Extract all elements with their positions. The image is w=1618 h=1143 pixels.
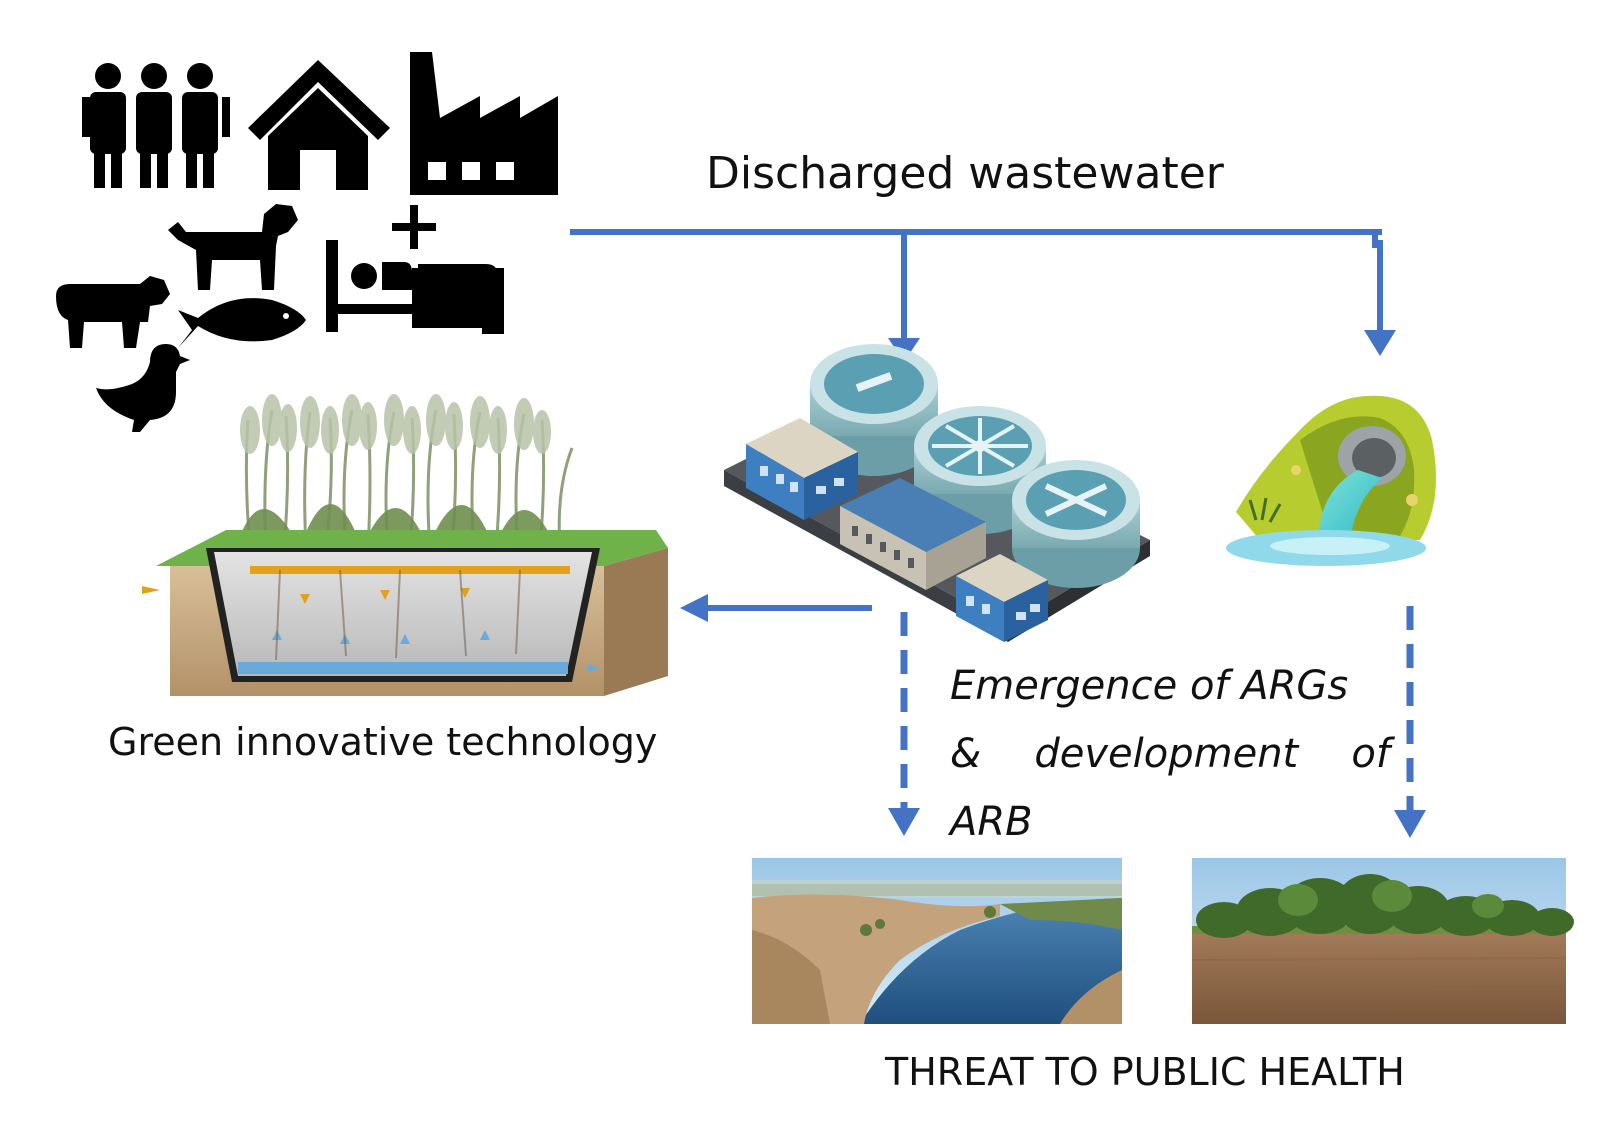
- factory-icon: [410, 52, 558, 195]
- river-photo: [752, 858, 1122, 1024]
- emergence-word-and: &: [950, 731, 982, 777]
- wastewater-treatment-plant-icon: [724, 344, 1150, 642]
- discharged-wastewater-label: Discharged wastewater: [706, 148, 1224, 199]
- arrow-plant-to-wetland: [680, 594, 872, 622]
- emergence-line-3: ARB: [950, 799, 1033, 845]
- dog-icon: [168, 204, 298, 290]
- emergence-label: Emergence of ARGs & development of ARB: [950, 652, 1390, 856]
- people-icon: [82, 63, 230, 188]
- house-icon: [248, 60, 390, 190]
- emergence-line-2: & development of: [950, 720, 1390, 788]
- emergence-word-development: development: [1034, 731, 1299, 777]
- field-photo: [1191, 858, 1574, 1024]
- cow-icon: [56, 276, 170, 348]
- green-technology-label: Green innovative technology: [108, 720, 658, 764]
- arrow-to-pipe-head: [1364, 330, 1396, 356]
- threat-label: THREAT TO PUBLIC HEALTH: [885, 1050, 1405, 1094]
- constructed-wetland-icon: [142, 394, 668, 696]
- fish-icon: [178, 298, 306, 348]
- hospital-bed-icon: [326, 205, 504, 334]
- emergence-word-of: of: [1351, 731, 1390, 777]
- dashed-arrow-pipe-to-field: [1394, 606, 1426, 838]
- emergence-line-1: Emergence of ARGs: [950, 663, 1349, 709]
- dashed-arrow-plant-to-river: [888, 612, 920, 836]
- duck-icon: [96, 344, 190, 432]
- discharge-arrows: [570, 229, 1385, 351]
- discharge-pipe-icon: [1226, 395, 1436, 566]
